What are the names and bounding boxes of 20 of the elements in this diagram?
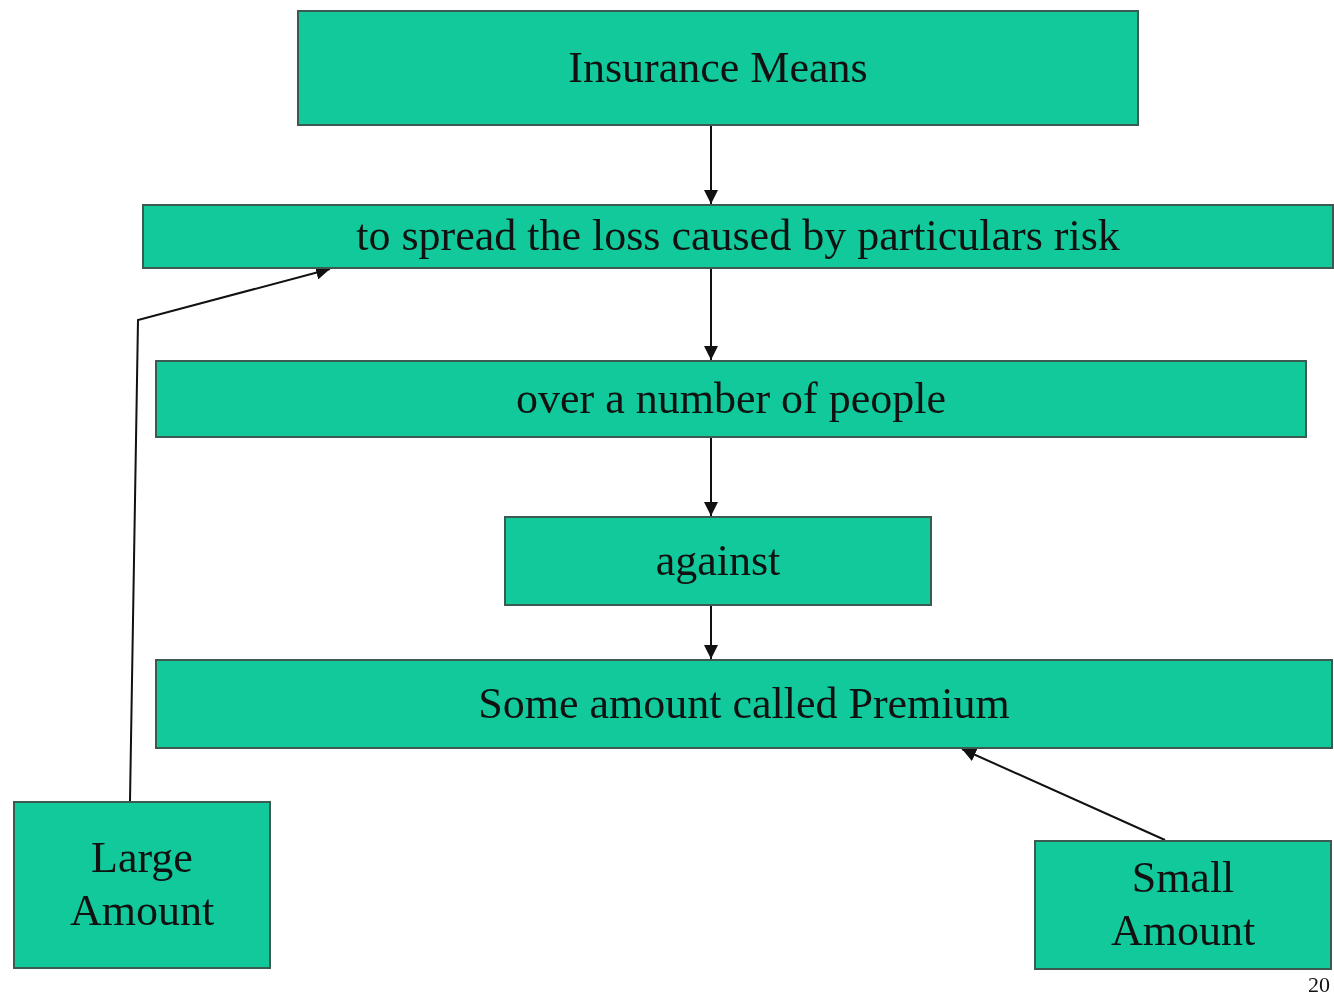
box-label: Small Amount <box>1109 852 1257 957</box>
process-box <box>1034 840 1332 970</box>
box-label: over a number of people <box>515 372 947 425</box>
arrow <box>704 437 718 517</box>
page-number: 20 <box>1308 974 1330 996</box>
box-label: Some amount called Premium <box>478 677 1010 730</box>
box-label: against <box>655 534 781 587</box>
process-box <box>297 10 1139 126</box>
box-label: Insurance Means <box>568 41 868 94</box>
arrow <box>704 605 718 660</box>
box-label: to spread the loss caused by particulars risk <box>356 210 1120 263</box>
process-box <box>13 801 271 969</box>
process-box <box>504 516 932 606</box>
process-box <box>142 204 1334 269</box>
process-box <box>155 360 1307 438</box>
arrow <box>704 268 718 361</box>
arrow <box>704 125 718 205</box>
arrow <box>961 748 1166 841</box>
box-label: Large Amount <box>68 832 216 937</box>
process-box <box>155 659 1333 749</box>
